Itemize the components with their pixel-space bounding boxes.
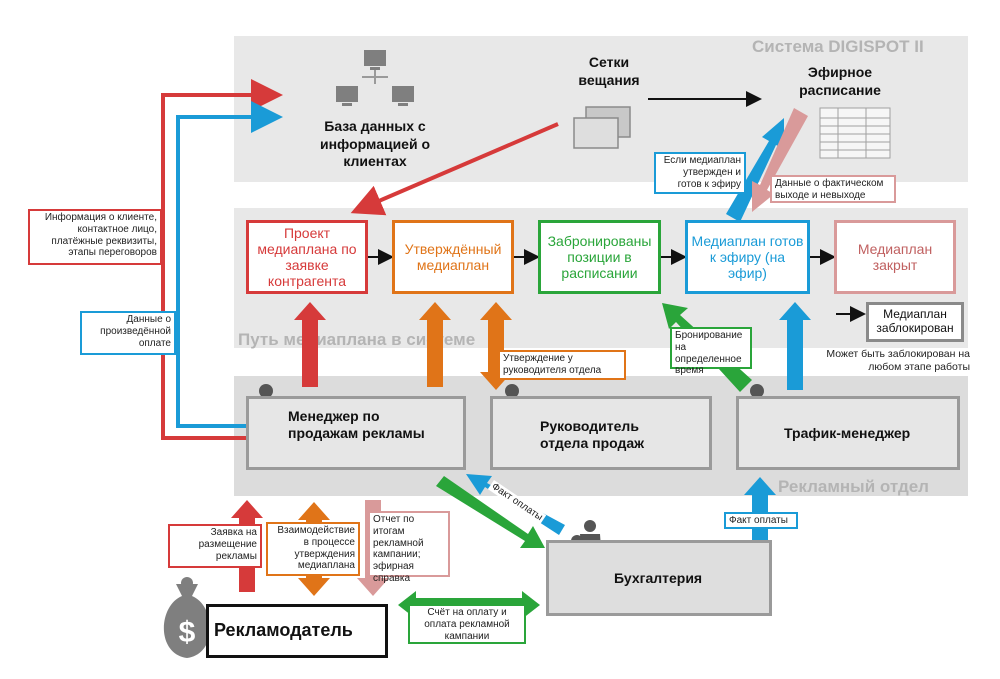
stage-ready[interactable]: Медиаплан готов к эфиру (на эфир): [685, 220, 810, 294]
stage-closed-label: Медиаплан закрыт: [857, 240, 933, 273]
stage-project[interactable]: Проект медиаплана по заявке контрагента: [246, 220, 368, 294]
stage-blocked[interactable]: Медиаплан заблокирован: [866, 302, 964, 342]
advertiser-box[interactable]: [206, 604, 388, 658]
database-label: База данных с информацией о клиентах: [319, 118, 431, 169]
actual-data-note: Данные о фактическом выходе и невыходе: [770, 175, 896, 203]
schedule-to-ready-arrow: [752, 108, 808, 212]
role-manager-label: Менеджер по продажам рекламы: [288, 408, 425, 441]
grids-to-project-arrow: [350, 122, 559, 216]
role-traffic-box[interactable]: [736, 396, 960, 470]
invoice-request-arrow: [436, 476, 545, 548]
traffic-to-ready-arrow: [779, 302, 811, 390]
role-manager-box[interactable]: [246, 396, 466, 470]
approval-note: Утверждение у руководителя отдела: [498, 350, 626, 380]
schedule-table-icon: [819, 107, 891, 159]
department-zone-title: Рекламный отдел: [778, 477, 929, 496]
stage-booked-label: Забронированы позиции в расписании: [547, 232, 652, 282]
computer-network-icon: [336, 50, 414, 106]
grids-label: Сетки вещания: [578, 54, 640, 88]
payment-data-arrow: [176, 101, 283, 428]
schedule-label: Эфирное расписание: [799, 64, 881, 98]
stage-blocked-label: Медиаплан заблокирован: [876, 307, 954, 335]
booking-note: Бронирование на определенное время: [670, 327, 752, 376]
manager-to-approved-arrow: [419, 302, 451, 387]
stage-approved-label: Утверждённый медиаплан: [404, 240, 502, 273]
advertiser-label: Рекламодатель: [214, 620, 353, 640]
role-head-box[interactable]: [490, 396, 712, 470]
role-accounting-box[interactable]: [546, 540, 772, 616]
svg-text:$: $: [179, 616, 196, 649]
interaction-note: Взаимодействие в процессе утверждения ме…: [266, 522, 360, 576]
ready-to-schedule-arrow: [726, 118, 784, 222]
payment-data-note: Данные о произведённой оплате: [80, 311, 176, 355]
grids-icon: [573, 106, 631, 149]
stage-ready-label: Медиаплан готов к эфиру (на эфир): [691, 232, 804, 282]
stage-closed[interactable]: Медиаплан закрыт: [834, 220, 956, 294]
system-zone-title: Система DIGISPOT II: [752, 37, 924, 56]
path-zone-title: Путь медиаплана в системе: [238, 330, 476, 349]
blocked-note: Может быть заблокирован на любом этапе р…: [826, 348, 970, 373]
report-note: Отчет по итогам рекламной кампании; эфир…: [368, 511, 450, 584]
stage-project-label: Проект медиаплана по заявке контрагента: [257, 224, 357, 290]
money-bag-icon: $: [163, 577, 211, 658]
stage-approved[interactable]: Утверждённый медиаплан: [392, 220, 514, 294]
request-note: Заявка на размещение рекламы: [168, 524, 262, 568]
role-traffic-label: Трафик-менеджер: [784, 425, 911, 441]
invoice-payment-note: Счёт на оплату и оплата рекламной кампан…: [408, 604, 526, 644]
stage-booked[interactable]: Забронированы позиции в расписании: [538, 220, 661, 294]
client-info-arrow: [161, 79, 283, 440]
payment-fact-traffic-arrow: [744, 477, 776, 540]
role-accounting-label: Бухгалтерия: [614, 570, 703, 586]
payment-fact-traffic-note: Факт оплаты: [724, 512, 798, 529]
if-approved-note: Если медиаплан утвержден и готов к эфиру: [654, 152, 746, 194]
manager-to-project-arrow: [294, 302, 326, 387]
client-info-note: Информация о клиенте, контактное лицо, п…: [28, 209, 162, 265]
role-head-label: Руководитель отдела продаж: [540, 418, 645, 451]
